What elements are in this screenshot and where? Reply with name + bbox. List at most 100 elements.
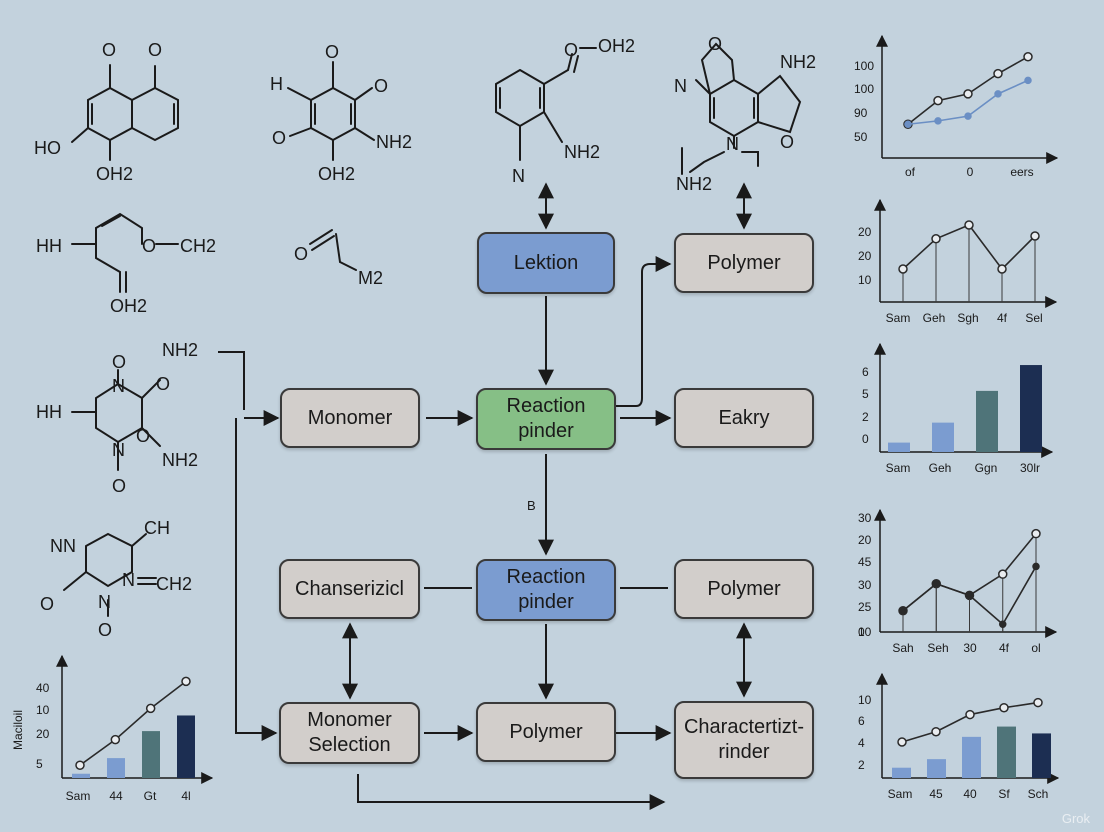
- y-tick-label: 30: [858, 511, 872, 525]
- m8-label-o-right: O: [780, 132, 794, 152]
- flow-connectors: [218, 182, 752, 810]
- x-tick-label: 4l: [181, 789, 190, 803]
- node-chanserizicl[interactable]: Chanserizicl: [279, 559, 420, 619]
- m5-label-n-top: N: [112, 376, 125, 396]
- data-point: [898, 264, 908, 274]
- m2-label-o-top: O: [325, 42, 339, 62]
- node-polymer-top[interactable]: Polymer: [674, 233, 814, 293]
- arrow-reaction-polymer-top: [616, 256, 672, 407]
- x-tick-label: 44: [109, 789, 123, 803]
- data-point: [110, 734, 121, 745]
- molecule-6-structure: [63, 532, 157, 617]
- x-tick-label: Sgh: [957, 311, 978, 325]
- m8-label-n-mid: N: [726, 134, 739, 154]
- connector-m5-monomer: [218, 351, 245, 410]
- x-tick-label: Sam: [886, 311, 911, 325]
- molecule-4-structure: [309, 229, 357, 271]
- m4-label-o: O: [294, 244, 308, 264]
- node-eakry[interactable]: Eakry: [674, 388, 814, 448]
- series-line: [79, 680, 187, 766]
- data-point: [999, 620, 1007, 629]
- y-tick-label: 10: [858, 273, 872, 287]
- y-tick-label: 10: [858, 625, 872, 639]
- bar: [1032, 733, 1051, 778]
- data-point: [145, 703, 156, 714]
- node-lektion[interactable]: Lektion: [477, 232, 615, 294]
- x-tick-label: 45: [929, 787, 943, 801]
- y-tick-label: 20: [858, 225, 872, 239]
- y-tick-label: 0: [862, 432, 869, 446]
- m7-label-n: N: [512, 166, 525, 186]
- m6-label-ch: CH: [144, 518, 170, 538]
- bar: [107, 758, 125, 778]
- y-tick-label: 20: [36, 727, 50, 741]
- m2-label-h: H: [270, 74, 283, 94]
- molecule-7-structure: [495, 47, 597, 161]
- m6-label-nn: NN: [50, 536, 76, 556]
- data-point: [964, 220, 974, 230]
- bar: [892, 767, 911, 778]
- y-tick-label: 0: [858, 625, 865, 639]
- m8-label-n-left: N: [674, 76, 687, 96]
- x-tick-label: 30lr: [1020, 461, 1040, 475]
- y-tick-label: 25: [858, 600, 872, 614]
- molecule-8-structure: [681, 42, 802, 175]
- m6-label-ch2: CH2: [156, 574, 192, 594]
- data-point: [999, 702, 1009, 713]
- data-point: [75, 760, 85, 770]
- m8-label-o-top: O: [708, 34, 722, 54]
- bar: [72, 773, 90, 778]
- m3-label-hh: HH: [36, 236, 62, 256]
- m5-label-o-top: O: [112, 352, 126, 372]
- data-point: [994, 90, 1002, 98]
- bar: [888, 442, 910, 452]
- data-point: [997, 264, 1007, 274]
- data-point: [181, 676, 191, 687]
- x-tick-label: 0: [967, 165, 974, 179]
- m5-label-nh2-bottom: NH2: [162, 450, 198, 470]
- m6-label-n-bottom: N: [98, 592, 111, 612]
- node-monomer-selection[interactable]: Monomer Selection: [279, 702, 420, 764]
- node-monomer[interactable]: Monomer: [280, 388, 420, 448]
- bar: [976, 390, 998, 452]
- node-polymer-bottom[interactable]: Polymer: [476, 702, 616, 762]
- m4-label-m2: M2: [358, 268, 383, 288]
- y-axis-title: Maciloil: [11, 710, 25, 750]
- x-tick-label: Sch: [1028, 787, 1049, 801]
- data-point: [933, 95, 943, 106]
- y-tick-label: 10: [858, 693, 872, 707]
- node-charactertizt-rinder[interactable]: Charactertizt- rinder: [674, 701, 814, 779]
- molecule-5-structure: [71, 369, 161, 471]
- m3-label-oh2: OH2: [110, 296, 147, 316]
- m6-label-o-bottom: O: [98, 620, 112, 640]
- data-point: [932, 580, 940, 588]
- x-tick-label: Sam: [888, 787, 913, 801]
- bar: [932, 422, 954, 452]
- m1-label-o1: O: [102, 40, 116, 60]
- data-point: [965, 591, 974, 600]
- m5-label-hh: HH: [36, 402, 62, 422]
- m7-label-nh2: NH2: [564, 142, 600, 162]
- y-tick-label: 100: [854, 59, 874, 73]
- data-point: [1023, 52, 1033, 62]
- node-reaction-pinder-blue[interactable]: Reaction pinder: [476, 559, 616, 621]
- m5-label-o-mid: O: [136, 426, 150, 446]
- x-tick-label: Sam: [886, 461, 911, 475]
- data-point: [1031, 528, 1041, 539]
- m3-label-ch2: CH2: [180, 236, 216, 256]
- bar: [177, 715, 195, 778]
- y-tick-label: 20: [858, 249, 872, 263]
- molecule-1-structure: [71, 64, 179, 161]
- m8-label-nh2-bottom: NH2: [676, 174, 712, 194]
- data-point: [964, 112, 972, 120]
- m5-label-n-bottom: N: [112, 440, 125, 460]
- node-reaction-pinder-green[interactable]: Reaction pinder: [476, 388, 616, 450]
- data-point: [1030, 231, 1040, 241]
- m5-label-nh2-top: NH2: [162, 340, 198, 360]
- node-polymer-mid[interactable]: Polymer: [674, 559, 814, 619]
